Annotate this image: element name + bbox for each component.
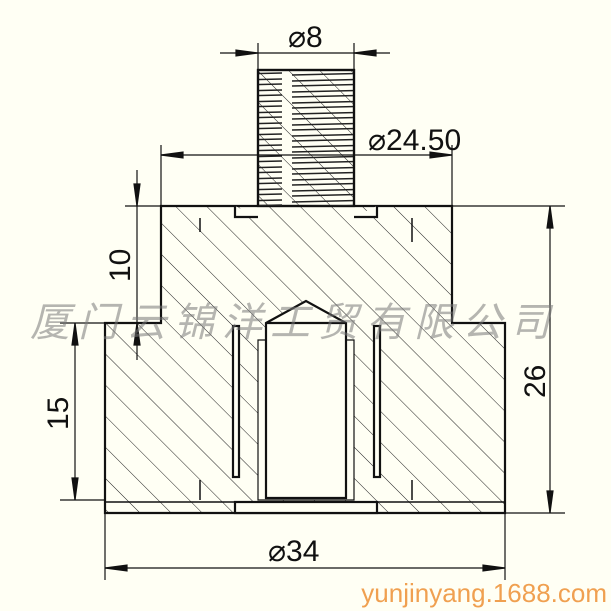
- total-height-arrows: [546, 205, 554, 514]
- dim-shoulder-height: 10: [104, 249, 137, 282]
- dim-base-diameter: ⌀34: [268, 535, 319, 568]
- company-watermark: 厦门云锦洋工贸有限公司: [30, 300, 558, 346]
- base-dimension-arrows: [104, 564, 506, 572]
- url-watermark: yunjinyang.1688.com: [361, 578, 607, 608]
- dimension-lines: [60, 43, 565, 580]
- shoulder-height-arrows: [133, 183, 141, 346]
- slot-left: [231, 324, 241, 479]
- bore: [264, 299, 348, 500]
- tick-marks: [199, 218, 413, 500]
- stud-thread: [258, 70, 354, 206]
- dim-stud-diameter: ⌀8: [288, 21, 323, 54]
- dim-base-height: 15: [42, 397, 75, 430]
- undercut-grooves: [233, 206, 379, 219]
- dim-shoulder-diameter: ⌀24.50: [368, 124, 461, 157]
- bottom-recess: [233, 500, 379, 515]
- dim-total-height: 26: [519, 365, 552, 398]
- slot-right: [372, 324, 382, 479]
- stud-outline: [256, 68, 356, 206]
- base-height-arrows: [71, 322, 79, 501]
- stud-dimension-arrows: [235, 49, 377, 57]
- shoulder-dimension-arrows: [160, 151, 453, 159]
